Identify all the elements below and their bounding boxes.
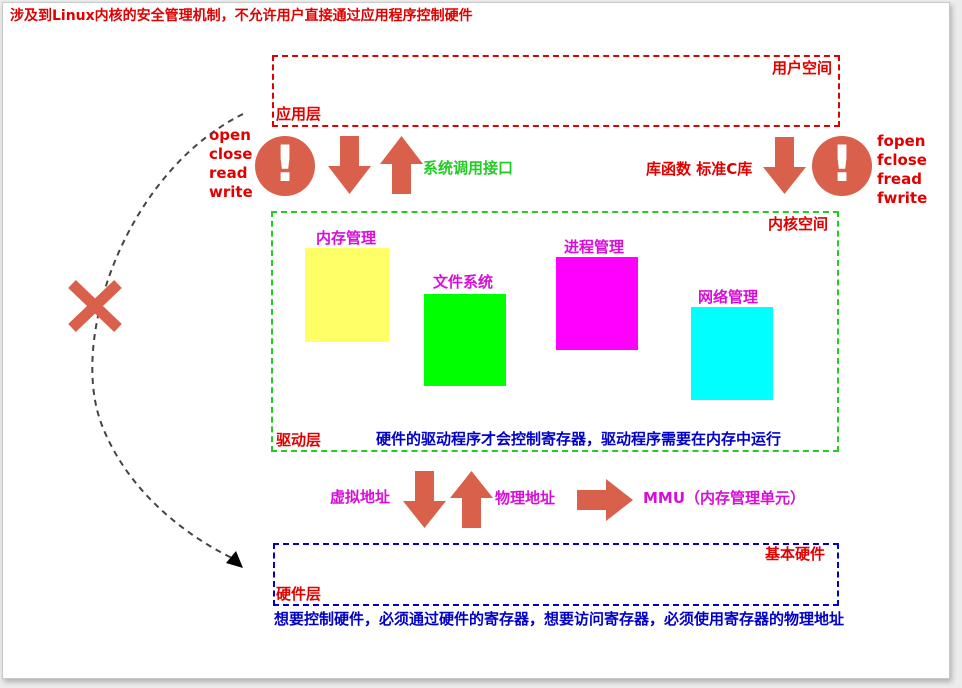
syscall-arrows	[328, 136, 423, 194]
arrow-down-icon	[403, 471, 446, 528]
driver-layer-label: 驱动层	[276, 431, 322, 449]
hardware-layer-label: 硬件层	[276, 585, 322, 603]
arrow-right-icon	[577, 479, 633, 521]
user-space-box	[272, 55, 840, 127]
syscall-label: 系统调用接口	[423, 159, 514, 177]
arrow-down-icon	[328, 136, 371, 194]
block-label-process: 进程管理	[564, 238, 625, 256]
bottom-note: 想要控制硬件，必须通过硬件的寄存器，想要访问寄存器，必须使用寄存器的物理地址	[274, 610, 845, 628]
call-write: write	[209, 183, 253, 201]
call-fread: fread	[877, 170, 922, 188]
user-space-title: 用户空间	[772, 59, 833, 77]
call-fclose: fclose	[877, 151, 927, 169]
file-system-block	[424, 294, 506, 386]
arrowhead-icon	[226, 551, 243, 568]
virtual-address-label: 虚拟地址	[330, 488, 391, 506]
exclamation-circle-icon: !	[255, 136, 315, 196]
arrow-up-icon	[450, 471, 493, 528]
kernel-space-box	[271, 211, 839, 452]
driver-note: 硬件的驱动程序才会控制寄存器，驱动程序需要在内存中运行	[376, 430, 782, 448]
call-fwrite: fwrite	[877, 189, 928, 207]
call-open: open	[209, 126, 251, 144]
block-label-filesystem: 文件系统	[433, 273, 494, 291]
process-management-block	[556, 257, 638, 350]
call-fopen: fopen	[877, 132, 926, 150]
arrow-up-icon	[380, 136, 423, 194]
top-note: 涉及到Linux内核的安全管理机制，不允许用户直接通过应用程序控制硬件	[10, 8, 473, 24]
call-close: close	[209, 145, 253, 163]
address-arrows	[403, 471, 493, 528]
network-management-block	[691, 307, 773, 400]
exclamation-circle-icon: !	[812, 136, 872, 196]
libc-label: 库函数 标准C库	[646, 160, 753, 178]
x-cross-icon	[68, 280, 122, 332]
arrow-down-icon	[763, 137, 806, 194]
block-label-network: 网络管理	[698, 288, 759, 306]
hardware-title: 基本硬件	[765, 545, 826, 563]
hardware-box	[273, 543, 839, 606]
memory-management-block	[305, 248, 389, 342]
mmu-label: MMU（内存管理单元）	[643, 489, 806, 507]
call-read: read	[209, 164, 248, 182]
physical-address-label: 物理地址	[495, 489, 556, 507]
application-layer-label: 应用层	[276, 105, 322, 123]
kernel-space-title: 内核空间	[768, 215, 829, 233]
block-label-memory: 内存管理	[316, 229, 377, 247]
